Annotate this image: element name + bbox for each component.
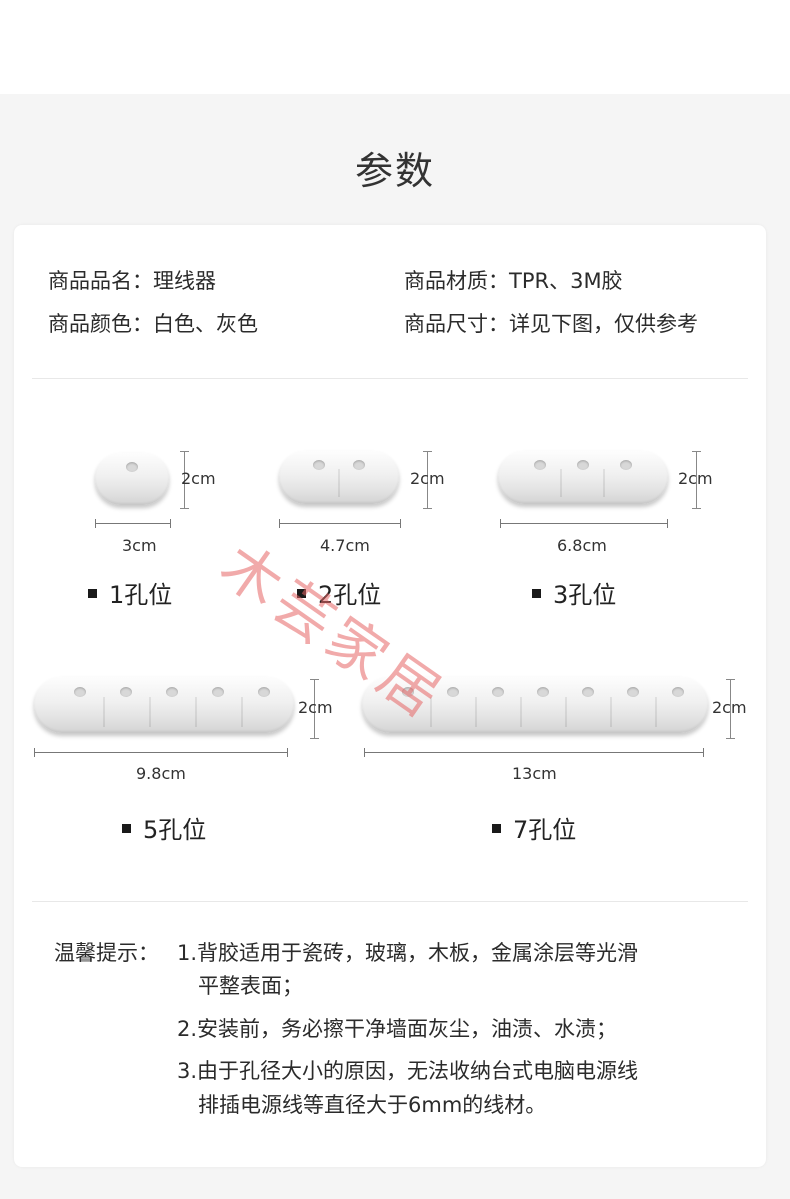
width-line-2: [279, 519, 401, 528]
divider-top: [32, 378, 748, 379]
height-line-5: [314, 679, 315, 739]
spec-size: 商品尺寸：详见下图，仅供参考: [404, 312, 698, 336]
clip-5-hole-image: [34, 677, 294, 733]
width-line-3: [500, 519, 668, 528]
height-label-2: 2cm: [410, 469, 445, 488]
tip-1-line-1: 1.背胶适用于瓷砖，玻璃，木板，金属涂层等光滑: [177, 941, 639, 965]
tip-2: 2.安装前，务必擦干净墙面灰尘，油渍、水渍；: [177, 1017, 618, 1041]
height-label-1: 2cm: [181, 469, 216, 488]
parameter-card: 商品品名：理线器 商品材质：TPR、3M胶 商品颜色：白色、灰色 商品尺寸：详见…: [14, 225, 766, 1167]
width-label-2: 4.7cm: [320, 536, 370, 555]
width-label-1: 3cm: [122, 536, 157, 555]
tip-1-line-2: 平整表面；: [198, 974, 303, 998]
width-line-7: [364, 748, 704, 757]
spec-material: 商品材质：TPR、3M胶: [404, 269, 623, 293]
height-label-3: 2cm: [678, 469, 713, 488]
variant-label-1: 1孔位: [88, 575, 172, 610]
width-label-5: 9.8cm: [136, 764, 186, 783]
spec-color: 商品颜色：白色、灰色: [48, 312, 258, 336]
height-label-7: 2cm: [712, 698, 747, 717]
clip-2-hole-image: [279, 451, 399, 504]
width-label-7: 13cm: [512, 764, 557, 783]
clip-1-hole-image: [95, 453, 169, 505]
height-line-2: [427, 451, 428, 509]
clip-7-hole-image: [362, 677, 708, 733]
top-band: [0, 0, 790, 94]
width-line-5: [34, 748, 288, 757]
bullet-icon: [88, 588, 97, 598]
variant-label-5: 5孔位: [122, 810, 206, 845]
bullet-icon: [122, 823, 131, 833]
height-line-1: [184, 451, 185, 509]
width-label-3: 6.8cm: [557, 536, 607, 555]
page-title: 参数: [354, 149, 435, 193]
height-label-5: 2cm: [298, 698, 333, 717]
bullet-icon: [532, 588, 541, 598]
bullet-icon: [297, 588, 306, 598]
variant-label-2: 2孔位: [297, 575, 381, 610]
clip-3-hole-image: [498, 451, 668, 504]
height-line-7: [730, 679, 731, 739]
variant-label-3: 3孔位: [532, 575, 616, 610]
variant-label-7: 7孔位: [492, 810, 576, 845]
tips-heading: 温馨提示：: [54, 941, 159, 965]
width-line-1: [95, 519, 171, 528]
spec-name: 商品品名：理线器: [48, 269, 216, 293]
tip-3-line-2: 排插电源线等直径大于6mm的线材。: [198, 1093, 547, 1117]
divider-bottom: [32, 901, 748, 902]
tip-3-line-1: 3.由于孔径大小的原因，无法收纳台式电脑电源线: [177, 1059, 639, 1083]
bullet-icon: [492, 823, 501, 833]
height-line-3: [696, 451, 697, 509]
